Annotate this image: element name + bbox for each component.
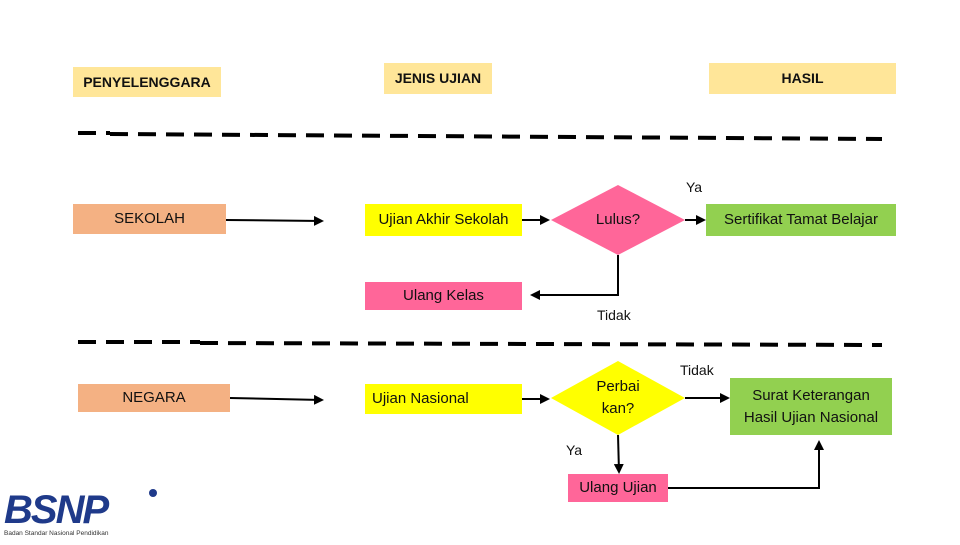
bsnp-logo-graphic: BSNP Badan Standar Nasional Pendidikan (4, 488, 157, 537)
bsnp-logo-subtitle: Badan Standar Nasional Pendidikan (4, 530, 109, 537)
node-sertifikat-tamat-belajar: Sertifikat Tamat Belajar (706, 204, 896, 236)
arrow-negara-to-ujian (229, 394, 324, 405)
label-ya-bottom: Ya (566, 442, 583, 458)
node-surat-line2: Hasil Ujian Nasional (743, 408, 879, 426)
header-jenis-ujian: JENIS UJIAN (384, 63, 492, 94)
diamond-lulus (551, 185, 685, 255)
header-penyelenggara: PENYELENGGARA (73, 67, 221, 97)
node-surat-keterangan: Surat Keterangan Hasil Ujian Nasional (730, 378, 892, 435)
arrow-sekolah-to-ujian (225, 215, 324, 226)
bsnp-logo-text: BSNP (4, 488, 109, 532)
node-ulang-kelas: Ulang Kelas (365, 282, 522, 310)
node-sekolah: SEKOLAH (73, 204, 226, 234)
label-tidak-bottom: Tidak (680, 362, 714, 378)
node-perbaikan-line1: Perbai (596, 378, 640, 396)
node-surat-line1: Surat Keterangan (752, 386, 870, 404)
node-ujian-nasional: Ujian Nasional (365, 384, 522, 414)
label-tidak-top: Tidak (597, 307, 631, 323)
diamond-perbaikan (551, 361, 685, 435)
arrow-lulus-to-ulang-kelas (530, 255, 619, 300)
node-ulang-ujian: Ulang Ujian (568, 474, 668, 502)
node-lulus: Lulus? (595, 211, 641, 229)
bsnp-logo: BSNP Badan Standar Nasional Pendidikan (4, 484, 164, 540)
node-ujian-akhir-sekolah: Ujian Akhir Sekolah (365, 204, 522, 236)
bsnp-logo-dot (149, 489, 157, 497)
dashed-separator-top (78, 131, 883, 141)
node-perbaikan: Perbai kan? (580, 376, 656, 420)
node-negara: NEGARA (78, 384, 230, 412)
header-hasil: HASIL (709, 63, 896, 94)
arrow-perbaikan-to-ulang-ujian (613, 434, 624, 474)
dashed-separator-middle (78, 340, 883, 347)
label-ya-top: Ya (686, 179, 703, 195)
node-perbaikan-line2: kan? (601, 400, 635, 417)
arrow-ulang-ujian-to-surat (668, 440, 824, 489)
